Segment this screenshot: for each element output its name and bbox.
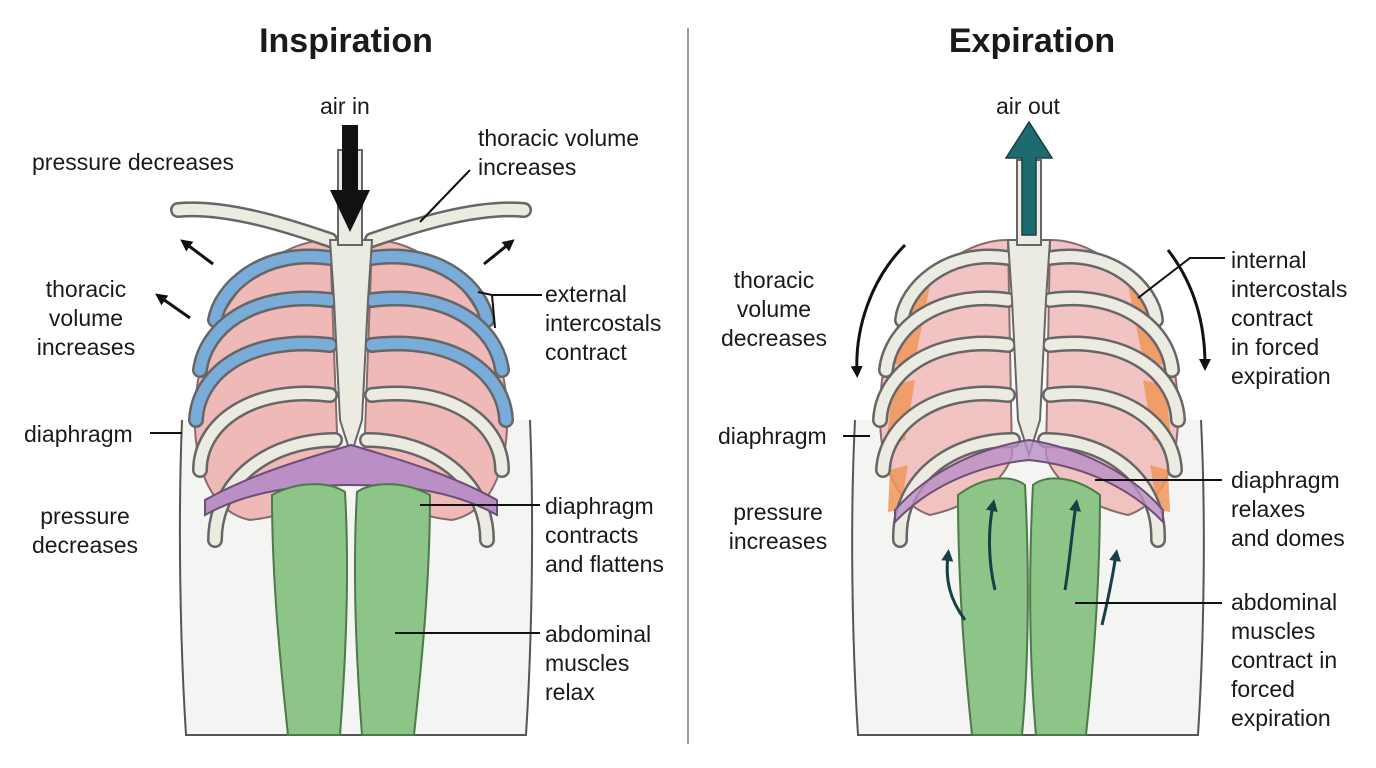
air-in-arrow bbox=[330, 125, 370, 232]
expansion-arrow-mid-left bbox=[155, 293, 191, 320]
diaphragm-relaxes-label: diaphragm relaxes and domes bbox=[1231, 467, 1345, 551]
ribs-right bbox=[359, 248, 514, 548]
abdominal-relax-label: abdominal muscles relax bbox=[545, 621, 652, 705]
expansion-arrow-upper-right bbox=[483, 239, 515, 266]
thoracic-volume-side-label: thoracic volume increases bbox=[36, 276, 136, 360]
diaphragm-contracts-label: diaphragm contracts and flattens bbox=[545, 493, 664, 577]
thoracic-volume-top-label: thoracic volume increases bbox=[478, 125, 640, 180]
inspiration-figure bbox=[150, 125, 542, 736]
pressure-decreases-bottom-label: pressure decreases bbox=[31, 503, 139, 558]
external-intercostals-label: external intercostals contract bbox=[545, 281, 662, 365]
diaphragm-domed bbox=[894, 438, 1164, 525]
expiration-figure bbox=[843, 120, 1225, 736]
ribs-right bbox=[1037, 248, 1186, 548]
expiration-title: Expiration bbox=[948, 22, 1116, 60]
thoracic-volume-decreases-label: thoracic volume decreases bbox=[720, 267, 828, 351]
sternum bbox=[328, 239, 374, 459]
pressure-increases-label: pressure increases bbox=[728, 499, 828, 554]
air-in-label: air in bbox=[320, 93, 370, 119]
abdominal-muscle-left bbox=[270, 483, 349, 736]
leader-lines-right bbox=[843, 257, 1225, 604]
abdominal-contract-label: abdominal muscles contract in forced exp… bbox=[1231, 589, 1338, 731]
compression-arrow-right bbox=[1166, 249, 1211, 371]
diaphragm-label-left: diaphragm bbox=[24, 421, 133, 447]
inspiration-title: Inspiration bbox=[259, 22, 433, 60]
abdominal-muscle-right bbox=[1029, 477, 1102, 736]
internal-intercostals-left bbox=[886, 285, 930, 512]
air-out-label: air out bbox=[996, 93, 1060, 119]
diaphragm-label-right: diaphragm bbox=[718, 423, 827, 449]
abdominal-muscle-right bbox=[353, 483, 432, 736]
ribs-left bbox=[872, 248, 1021, 548]
upward-arrows bbox=[941, 499, 1121, 626]
pressure-decreases-top-label: pressure decreases bbox=[32, 149, 234, 175]
leader-lines-left bbox=[150, 169, 542, 634]
ribs-left bbox=[188, 248, 343, 548]
expansion-arrow-upper-left bbox=[180, 239, 214, 266]
panel-divider bbox=[687, 28, 689, 744]
internal-intercostals-label: internal intercostals contract in forced… bbox=[1231, 247, 1348, 389]
air-out-arrow bbox=[1004, 120, 1054, 236]
abdominal-muscle-left bbox=[956, 477, 1029, 736]
internal-intercostals-right bbox=[1128, 285, 1172, 512]
sternum bbox=[1006, 239, 1052, 459]
compression-arrow-left bbox=[850, 243, 907, 378]
